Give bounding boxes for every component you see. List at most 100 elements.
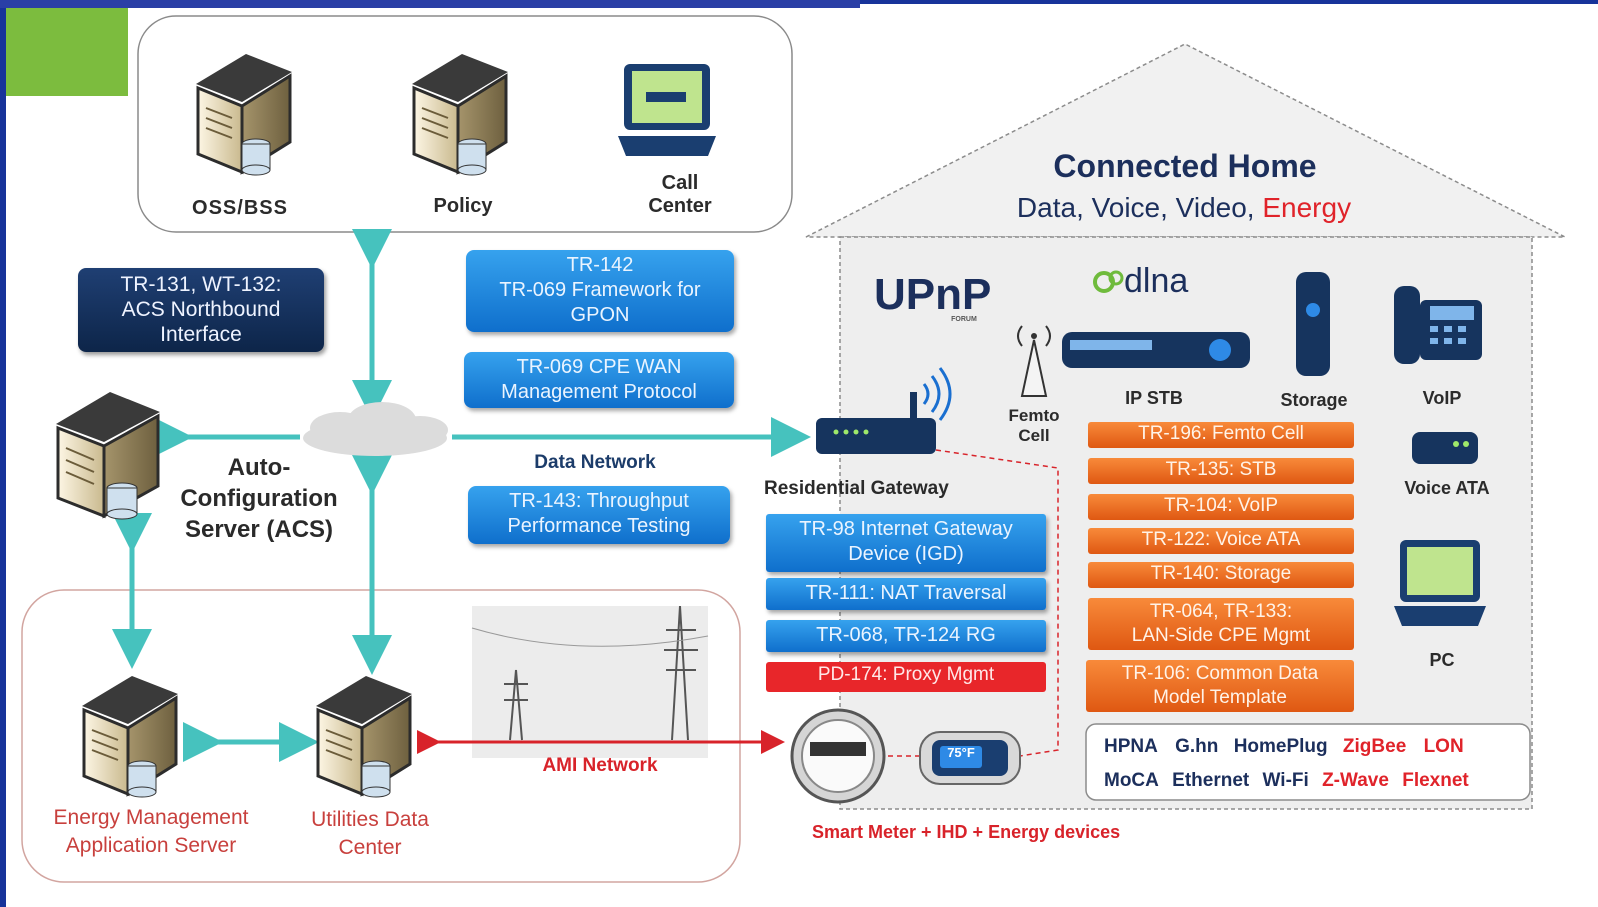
data-network-label: Data Network: [534, 452, 656, 473]
protocol-row-2: MoCA Ethernet Wi-Fi Z-Wave Flexnet: [1104, 764, 1524, 798]
protocol-row-1: HPNA G.hn HomePlug ZigBee LON: [1104, 730, 1524, 764]
ip-stb-icon: [1062, 332, 1250, 368]
protocol-homeplug: HomePlug: [1233, 736, 1328, 757]
call-center-line1: Call: [661, 172, 699, 194]
storage-icon: [1296, 272, 1330, 376]
tr111-box: TR-111: NAT Traversal: [766, 578, 1046, 610]
connected-home-subtitle: Data, Voice, Video, Energy: [966, 192, 1402, 224]
upnp-forum-text: FORUM: [951, 316, 977, 323]
protocol-zigbee: ZigBee: [1342, 736, 1407, 757]
navy-line2: ACS Northbound: [121, 298, 281, 321]
acs-line2: Configuration: [180, 485, 338, 512]
tr143-line2: Performance Testing: [507, 515, 691, 537]
thermostat-icon: [919, 731, 1021, 785]
tr140-box: TR-140: Storage: [1088, 562, 1354, 588]
tr069-line2: Management Protocol: [501, 381, 697, 403]
green-accent-block: [6, 8, 128, 96]
tr106-line1: TR-106: Common Data: [1121, 663, 1319, 684]
protocol-ghn: G.hn: [1175, 736, 1219, 757]
utilities-label: Utilities Data Center: [290, 806, 450, 862]
voice-ata-label: Voice ATA: [1404, 478, 1490, 498]
protocol-lon: LON: [1423, 736, 1464, 757]
tr135-box: TR-135: STB: [1088, 458, 1354, 484]
ip-stb-label: IP STB: [1125, 388, 1183, 408]
tr069-box: TR-069 CPE WAN Management Protocol: [464, 352, 734, 408]
utilities-server-icon: [316, 676, 412, 798]
protocol-list: HPNA G.hn HomePlug ZigBee LON MoCA Ether…: [1104, 730, 1524, 798]
protocol-box-outline: [1085, 723, 1531, 801]
voip-phone-icon: [1394, 286, 1482, 364]
storage-label: Storage: [1280, 390, 1348, 410]
tr98-line1: TR-98 Internet Gateway: [799, 518, 1013, 540]
voip-label: VoIP: [1422, 388, 1462, 408]
dlna-logo-icon: [1093, 270, 1124, 293]
protocol-ethernet: Ethernet: [1172, 770, 1250, 791]
call-center-label: Call Center: [620, 172, 740, 218]
pc-label: PC: [1429, 650, 1455, 670]
femto-line2: Cell: [1018, 425, 1050, 445]
cloud-icon: [303, 402, 448, 456]
tr104-box: TR-104: VoIP: [1088, 494, 1354, 520]
header-strip: [0, 0, 860, 8]
tr143-box: TR-143: Throughput Performance Testing: [468, 486, 730, 544]
protocol-zwave: Z-Wave: [1322, 770, 1389, 791]
protocol-moca: MoCA: [1104, 770, 1159, 791]
tr142-line1: TR-142: [566, 254, 634, 276]
protocol-wifi: Wi-Fi: [1262, 770, 1309, 791]
protocol-hpna: HPNA: [1104, 736, 1158, 757]
tr069-line1: TR-069 CPE WAN: [516, 356, 682, 378]
tr068-box: TR-068, TR-124 RG: [766, 620, 1046, 652]
navy-line3: Interface: [160, 323, 242, 346]
policy-label: Policy: [433, 195, 493, 217]
connected-home-title: Connected Home: [1053, 148, 1317, 184]
tr98-line2: Device (IGD): [848, 543, 964, 565]
tr142-line2: TR-069 Framework for: [499, 279, 701, 301]
voice-ata-icon: [1412, 432, 1478, 464]
femto-antenna-icon: [1017, 325, 1051, 397]
tr143-line1: TR-143: Throughput: [509, 490, 689, 512]
femto-line1: Femto: [1008, 406, 1060, 425]
ami-network-label: AMI Network: [542, 755, 658, 776]
acs-line1: Auto-: [227, 454, 291, 481]
tr196-box: TR-196: Femto Cell: [1088, 422, 1354, 448]
femto-label: Femto Cell: [994, 406, 1074, 445]
smart-meter-caption: Smart Meter + IHD + Energy devices: [812, 822, 1121, 842]
acs-line3: Server (ACS): [184, 516, 334, 543]
acs-label: Auto- Configuration Server (ACS): [160, 452, 358, 545]
oss-bss-label: OSS/BSS: [192, 197, 288, 219]
acs-server-icon: [56, 392, 160, 520]
tr064-line2: LAN-Side CPE Mgmt: [1131, 625, 1311, 646]
subtitle-energy: Energy: [1262, 192, 1352, 223]
pc-laptop-icon: [1394, 540, 1486, 626]
navy-line1: TR-131, WT-132:: [120, 273, 282, 296]
smart-meter-icon: [790, 708, 886, 804]
call-center-line2: Center: [648, 195, 712, 217]
tr064-box: TR-064, TR-133: LAN-Side CPE Mgmt: [1088, 598, 1354, 650]
upnp-logo: UPnP: [874, 270, 992, 319]
tr106-line2: Model Template: [1153, 687, 1287, 708]
policy-server-icon: [412, 54, 508, 176]
energy-line2: Application Server: [65, 834, 237, 857]
oss-server-icon: [196, 54, 292, 176]
tr142-box: TR-142 TR-069 Framework for GPON: [466, 250, 734, 332]
house-roof: [805, 43, 1566, 238]
acs-northbound-box: TR-131, WT-132: ACS Northbound Interface: [78, 268, 324, 352]
laptop-icon: [618, 64, 716, 156]
tr122-box: TR-122: Voice ATA: [1088, 528, 1354, 554]
thermostat-reading: 75°F: [947, 745, 975, 760]
subtitle-plain: Data, Voice, Video,: [1016, 192, 1263, 223]
protocol-flexnet: Flexnet: [1402, 770, 1469, 791]
pd174-box: PD-174: Proxy Mgmt: [766, 662, 1046, 692]
energy-line1: Energy Management: [53, 806, 249, 829]
tr142-line3: GPON: [570, 304, 630, 326]
dlna-logo: dlna: [1124, 262, 1189, 300]
utilities-line2: Center: [338, 836, 402, 859]
tr064-line1: TR-064, TR-133:: [1149, 601, 1293, 622]
energy-server-label: Energy Management Application Server: [30, 804, 272, 860]
tr106-box: TR-106: Common Data Model Template: [1086, 660, 1354, 712]
residential-gateway-icon: [816, 367, 952, 454]
energy-server-icon: [82, 676, 178, 798]
tr98-box: TR-98 Internet Gateway Device (IGD): [766, 514, 1046, 572]
utilities-line1: Utilities Data: [311, 808, 429, 831]
residential-gateway-label: Residential Gateway: [764, 478, 949, 499]
